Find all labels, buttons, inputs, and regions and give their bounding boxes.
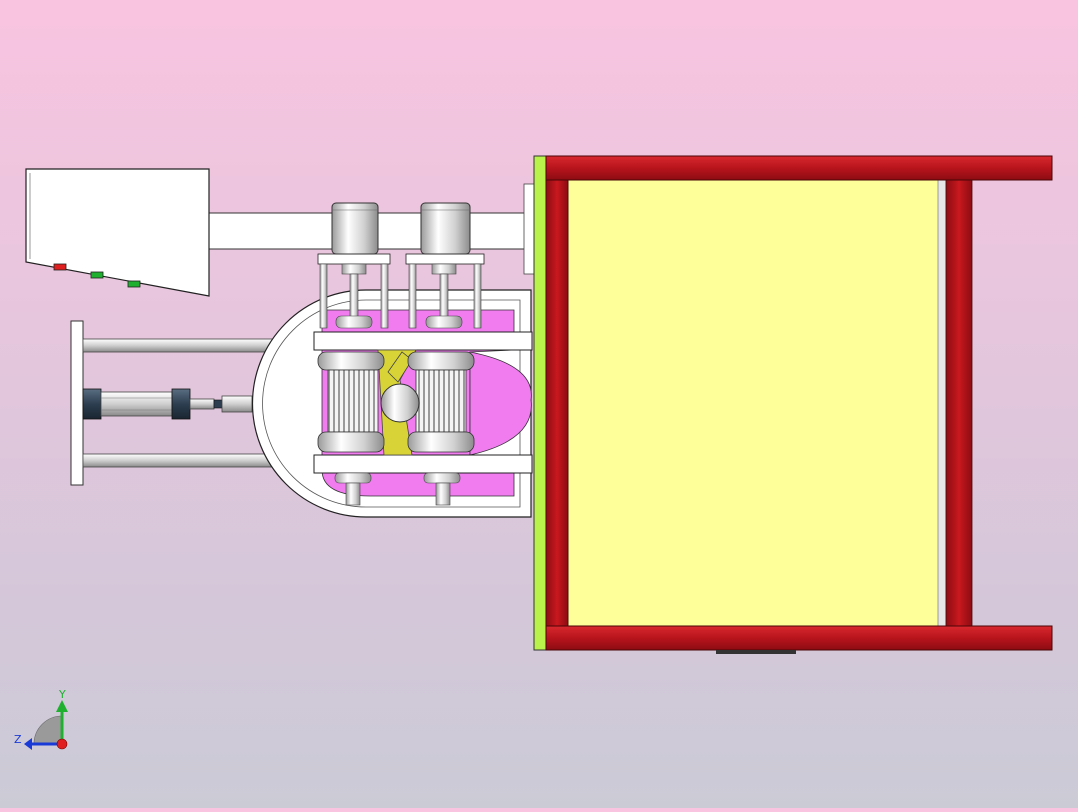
cylinder-end-cap [82, 388, 102, 420]
guide-rod-lower [82, 453, 279, 468]
red-indicator-icon [53, 263, 67, 271]
piston-rod [189, 398, 215, 410]
motor-body [420, 202, 471, 255]
x-axis-icon [56, 738, 68, 750]
motor-right [405, 202, 485, 329]
control-panel-housing [25, 168, 210, 297]
center-shaft [380, 383, 420, 423]
ribbed-roller [415, 369, 467, 433]
lower-bearings [334, 472, 461, 506]
frame-post-left [545, 179, 569, 627]
triad-quadrant [33, 715, 63, 745]
frame-beam-bottom [545, 625, 1053, 651]
z-axis-label: Z [14, 733, 22, 746]
motor-left [317, 202, 391, 329]
frame-post-right [945, 179, 973, 627]
frame-beam-top [545, 155, 1053, 181]
cylinder-head-cap [171, 388, 191, 420]
red-frame [523, 155, 1053, 654]
yellow-panel [567, 179, 947, 627]
guide-rod-upper [82, 338, 279, 353]
green-side-plate [533, 155, 547, 651]
ribbed-roller [327, 369, 379, 433]
y-axis-label: Y [58, 688, 66, 701]
coordinate-triad: Y Z [14, 688, 68, 750]
motor-body [331, 202, 379, 255]
pneumatic-cylinder-assembly [70, 320, 279, 486]
green-indicator-icon [127, 280, 141, 288]
green-indicator-icon [90, 271, 104, 279]
lower-frame-plate [313, 454, 533, 474]
roller-right [407, 351, 475, 453]
motor-mount-plate [317, 253, 391, 265]
motor-mount-plate [405, 253, 485, 265]
cylinder-barrel [100, 391, 173, 417]
rod-coupling [221, 395, 253, 413]
upper-frame-plate [313, 331, 533, 351]
mounting-plate [70, 320, 84, 486]
roller-left [317, 351, 385, 453]
